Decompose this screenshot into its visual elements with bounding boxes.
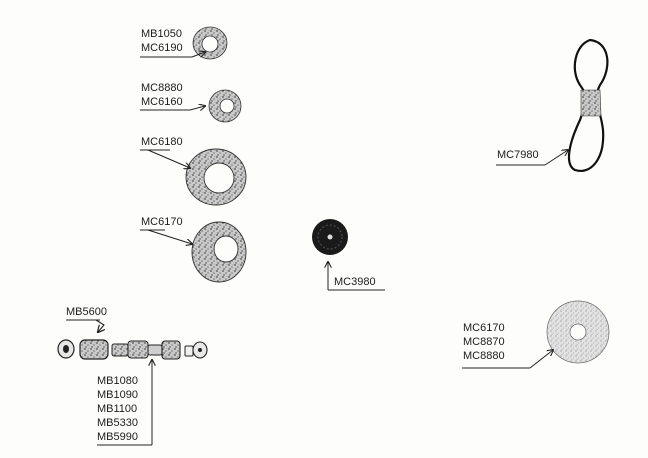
leader-arrow	[529, 350, 553, 369]
leader-arrow	[95, 319, 104, 332]
leader-arrow	[191, 52, 205, 58]
leader-arrow	[544, 150, 568, 166]
leader-arrow	[147, 229, 192, 244]
band-part	[567, 38, 609, 173]
part-number-label: MC6180	[141, 136, 183, 148]
part-number-label: MC6170	[141, 216, 183, 228]
part-number-label: MB5990	[97, 431, 138, 443]
part-number-label: MC3980	[334, 276, 376, 288]
ring-part-2	[208, 89, 242, 123]
part-number-label: MB5330	[97, 417, 138, 429]
part-number-label: MC8880	[463, 350, 505, 362]
assembly-parts	[57, 339, 208, 360]
part-number-label: MC6190	[141, 42, 183, 54]
disc-part	[312, 219, 348, 255]
part-number-label: MC8880	[141, 82, 183, 94]
leader-arrow	[189, 106, 205, 110]
part-number-label: MC6160	[141, 96, 183, 108]
part-number-label: MC7980	[497, 149, 539, 161]
part-number-label: MB5600	[66, 306, 107, 318]
ring-part-4	[191, 221, 247, 283]
part-number-label: MC6170	[463, 322, 505, 334]
ring-part-3	[185, 148, 247, 206]
part-number-label: MB1080	[97, 375, 138, 387]
leader-arrow	[147, 149, 190, 168]
part-number-label: MC8870	[463, 336, 505, 348]
part-number-label: MB1050	[141, 28, 182, 40]
part-number-label: MB1100	[97, 403, 138, 415]
large-ring-part	[546, 300, 610, 364]
part-number-label: MB1090	[97, 389, 138, 401]
